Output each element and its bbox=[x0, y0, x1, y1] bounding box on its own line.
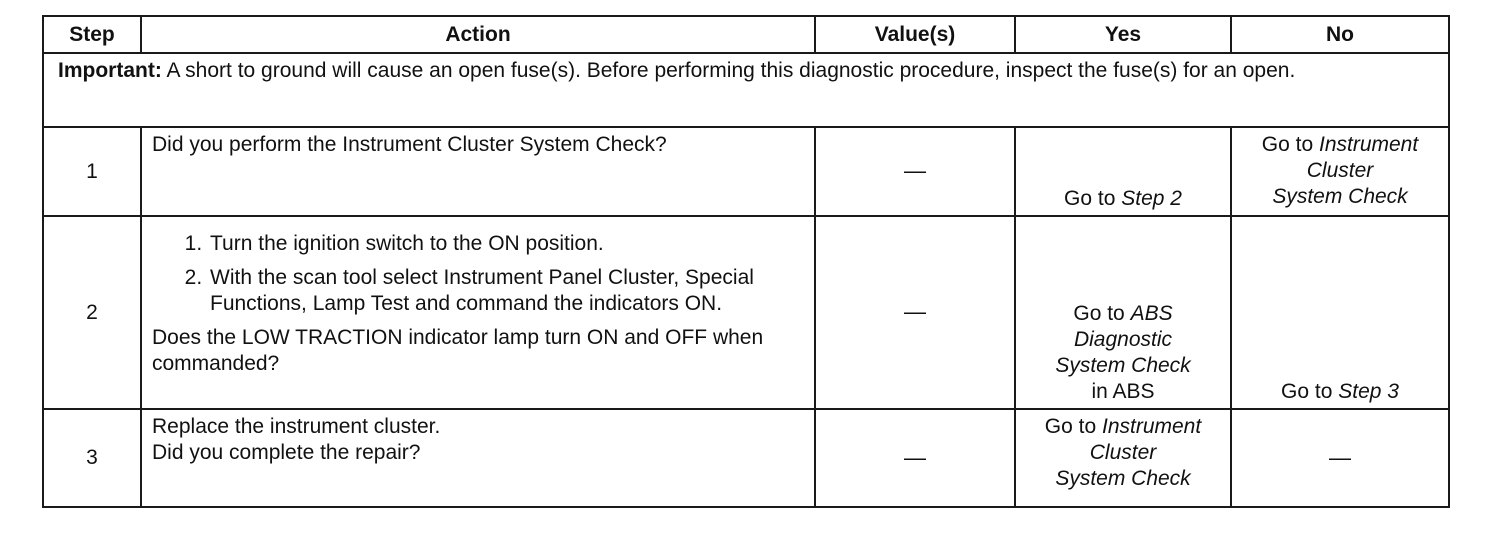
yes-link-line3: System Check bbox=[1055, 354, 1191, 377]
header-values: Value(s) bbox=[814, 15, 1016, 54]
yes-cell: Go to Instrument Cluster System Check bbox=[1014, 408, 1232, 508]
no-cell: — bbox=[1230, 408, 1450, 508]
step-action: Replace the instrument cluster. Did you … bbox=[140, 408, 816, 508]
header-no: No bbox=[1230, 15, 1450, 54]
header-row: Step Action Value(s) Yes No bbox=[42, 15, 1450, 54]
no-cell: Go to Instrument Cluster System Check bbox=[1230, 126, 1450, 217]
no-dash: — bbox=[1329, 444, 1351, 470]
yes-link-line1: Instrument bbox=[1101, 415, 1202, 438]
important-text: A short to ground will cause an open fus… bbox=[161, 59, 1296, 82]
yes-link-line2: Diagnostic bbox=[1073, 328, 1173, 351]
substep-list: Turn the ignition switch to the ON posit… bbox=[152, 231, 804, 317]
yes-link-line3: System Check bbox=[1055, 467, 1191, 490]
no-link-line2: Cluster bbox=[1306, 159, 1374, 182]
diagnostic-table: Step Action Value(s) Yes No Important: A… bbox=[42, 15, 1450, 508]
no-link-line1: Instrument bbox=[1318, 133, 1419, 156]
table-row: 2 Turn the ignition switch to the ON pos… bbox=[42, 215, 1450, 410]
yes-link-line1: ABS bbox=[1130, 302, 1173, 325]
yes-cell: Go to Step 2 bbox=[1014, 126, 1232, 217]
header-action: Action bbox=[140, 15, 816, 54]
important-note: Important: A short to ground will cause … bbox=[42, 52, 1450, 128]
yes-cell: Go to ABS Diagnostic System Check in ABS bbox=[1014, 215, 1232, 410]
table-row: 1 Did you perform the Instrument Cluster… bbox=[42, 126, 1450, 217]
step-action: Did you perform the Instrument Cluster S… bbox=[140, 126, 816, 217]
table-row: 3 Replace the instrument cluster. Did yo… bbox=[42, 408, 1450, 508]
step-number: 3 bbox=[42, 408, 142, 508]
value-dash: — bbox=[904, 158, 926, 183]
yes-prefix: Go to bbox=[1064, 187, 1122, 210]
no-prefix: Go to bbox=[1281, 380, 1339, 403]
no-prefix: Go to bbox=[1261, 133, 1319, 156]
step-action: Turn the ignition switch to the ON posit… bbox=[140, 215, 816, 410]
no-link-line3: System Check bbox=[1272, 185, 1408, 208]
no-link: Step 3 bbox=[1338, 380, 1399, 403]
step-question: Did you perform the Instrument Cluster S… bbox=[152, 133, 667, 156]
important-label: Important: bbox=[58, 59, 162, 82]
yes-prefix: Go to bbox=[1044, 415, 1102, 438]
step-number: 1 bbox=[42, 126, 142, 217]
yes-prefix: Go to bbox=[1073, 302, 1131, 325]
step-value: — bbox=[814, 126, 1016, 217]
substep-item: Turn the ignition switch to the ON posit… bbox=[208, 231, 804, 257]
step-value: — bbox=[814, 215, 1016, 410]
value-dash: — bbox=[904, 299, 926, 324]
substep-item: With the scan tool select Instrument Pan… bbox=[208, 265, 804, 317]
step-number: 2 bbox=[42, 215, 142, 410]
important-row: Important: A short to ground will cause … bbox=[42, 52, 1450, 128]
no-cell: Go to Step 3 bbox=[1230, 215, 1450, 410]
value-dash: — bbox=[904, 444, 926, 470]
yes-link: Step 2 bbox=[1121, 187, 1182, 210]
step-instruction: Replace the instrument cluster. bbox=[152, 415, 441, 438]
header-yes: Yes bbox=[1014, 15, 1232, 54]
step-question: Did you complete the repair? bbox=[152, 441, 421, 464]
yes-link-line2: Cluster bbox=[1089, 441, 1157, 464]
step-question: Does the LOW TRACTION indicator lamp tur… bbox=[152, 326, 764, 375]
header-step: Step bbox=[42, 15, 142, 54]
step-value: — bbox=[814, 408, 1016, 508]
yes-suffix: in ABS bbox=[1091, 380, 1155, 403]
